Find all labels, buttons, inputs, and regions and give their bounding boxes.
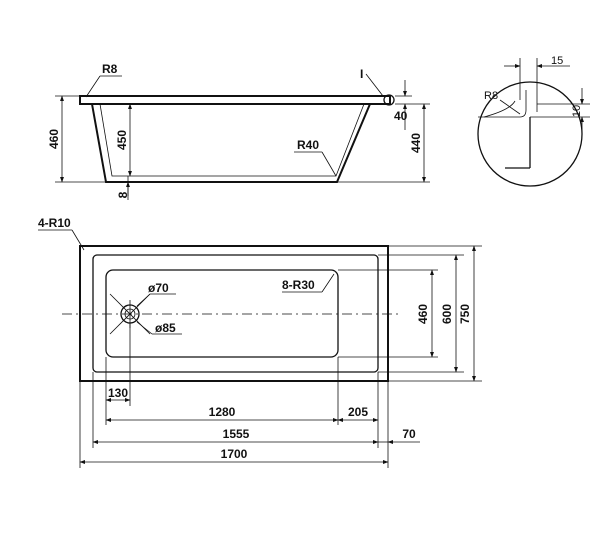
dim-460-plan-label: 460: [416, 304, 430, 324]
dim-440-label: 440: [409, 133, 423, 153]
detail-r8-leader: [499, 99, 521, 115]
dim-1700-label: 1700: [221, 447, 248, 461]
side-r8-leader: [85, 75, 101, 98]
dim-10-label: 10: [571, 105, 583, 117]
plan-corner-radius-label: 4-R10: [38, 216, 71, 230]
dim-70-label: 70: [402, 427, 416, 441]
dim-450-label: 450: [115, 130, 129, 150]
dim-15-label: 15: [551, 55, 563, 67]
plan-middle-rim: [92, 254, 379, 373]
plan-inner-basin: [105, 269, 339, 358]
side-r40-label: R40: [297, 138, 319, 152]
dim-205-label: 205: [348, 405, 368, 419]
detail-marker-label: I: [360, 67, 363, 81]
dim-40-label: 40: [394, 109, 408, 123]
drain-diameter-label: ø70: [148, 281, 169, 295]
plan-outer-rim: [79, 245, 389, 382]
dim-460-side-label: 460: [47, 129, 61, 149]
detail-r8-label: R8: [484, 90, 498, 102]
dim-750-label: 750: [458, 304, 472, 324]
side-inner-shell: [99, 103, 365, 177]
detail-marker-circle: [383, 94, 395, 106]
dim-8-label: 8: [116, 191, 130, 198]
side-r8-label: R8: [102, 62, 118, 76]
dim-1280-label: 1280: [209, 405, 236, 419]
side-r40-leader: [321, 151, 337, 177]
detail-marker-leader: [365, 73, 384, 97]
dim-1555-label: 1555: [223, 427, 250, 441]
plan-inner-radius-label: 8-R30: [282, 278, 315, 292]
side-rim: [79, 95, 391, 105]
side-body: [91, 103, 371, 183]
detail-view: R8 15 10: [477, 55, 590, 187]
detail-circle: [477, 81, 583, 187]
outlet-diameter-label: ø85: [155, 321, 176, 335]
plan-view: ø70 ø85 4-R10 8-R30 460 600 750: [38, 216, 482, 468]
dim-130-label: 130: [108, 386, 128, 400]
side-view: I R8 R40 460 450 8 440 40: [47, 62, 430, 200]
dim-600-label: 600: [440, 304, 454, 324]
